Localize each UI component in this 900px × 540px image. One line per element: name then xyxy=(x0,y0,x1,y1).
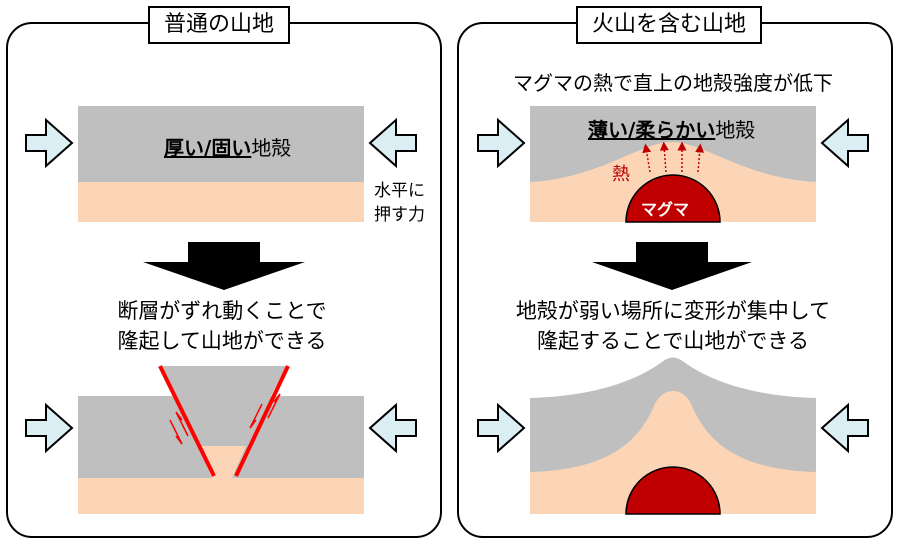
left-caption-line2: 隆起して山地ができる xyxy=(117,329,327,353)
crust-suffix-text: 地殻 xyxy=(251,136,292,160)
slip-arrow-icon xyxy=(175,411,189,437)
heat-arrow-icon xyxy=(695,143,705,173)
fault-line-left xyxy=(158,365,216,477)
right-down-arrow-icon xyxy=(592,242,752,290)
crust-thick-text: 厚い xyxy=(164,136,204,160)
crust-thin-text: 薄い xyxy=(588,118,628,142)
left-panel-title: 普通の山地 xyxy=(148,6,291,44)
crust-sep-text: / xyxy=(628,118,636,142)
crust-suffix-text: 地殻 xyxy=(715,118,756,142)
right-caption-line1: 地殻が弱い場所に変形が集中して xyxy=(515,299,831,323)
heat-arrow-icon xyxy=(659,141,669,173)
magma-label: マグマ xyxy=(641,200,690,219)
push-force-label-line2: 押す力 xyxy=(374,205,425,225)
right-panel-title: 火山を含む山地 xyxy=(576,6,763,44)
heat-label: 熱 xyxy=(612,164,630,185)
push-arrow-left-icon xyxy=(25,402,74,454)
mantle-layer xyxy=(78,478,364,514)
push-arrow-left-icon xyxy=(25,117,74,169)
heat-note: マグマの熱で直上の地殻強度が低下 xyxy=(513,71,833,95)
left-down-arrow-icon xyxy=(143,242,305,290)
heat-arrow-icon xyxy=(642,143,652,173)
push-force-label-line1: 水平に xyxy=(374,181,425,201)
mantle-layer xyxy=(78,182,364,222)
slip-arrow-icon xyxy=(169,419,183,445)
push-arrow-left-icon xyxy=(477,117,526,169)
left-top-crust-block xyxy=(78,106,364,222)
slip-arrow-icon xyxy=(249,403,263,429)
right-bottom-crust-block xyxy=(530,357,816,515)
left-caption-line1: 断層がずれ動くことで xyxy=(117,299,327,323)
right-top-crust-block xyxy=(530,106,816,223)
push-arrow-right-icon xyxy=(368,117,417,169)
right-crust-label: 薄い/柔らかい地殻 xyxy=(588,114,755,143)
push-arrow-left-icon xyxy=(477,402,526,454)
mantle-uplift xyxy=(530,391,816,514)
fault-line-right xyxy=(234,365,290,477)
left-bottom-crust-block xyxy=(78,365,364,514)
crust-hard-text: 固い xyxy=(211,136,252,160)
push-arrow-right-icon xyxy=(820,117,869,169)
magma-chamber xyxy=(625,174,721,223)
magma-chamber xyxy=(625,466,721,515)
crust-sep-text: / xyxy=(204,136,212,160)
slip-arrow-icon xyxy=(267,393,281,419)
push-arrow-right-icon xyxy=(820,402,869,454)
crust-layer xyxy=(78,106,364,182)
left-crust-label: 厚い/固い地殻 xyxy=(164,132,291,161)
crust-soft-text: 柔らかい xyxy=(635,118,716,142)
push-arrow-right-icon xyxy=(368,402,417,454)
right-caption-line2: 隆起することで山地ができる xyxy=(537,329,809,353)
